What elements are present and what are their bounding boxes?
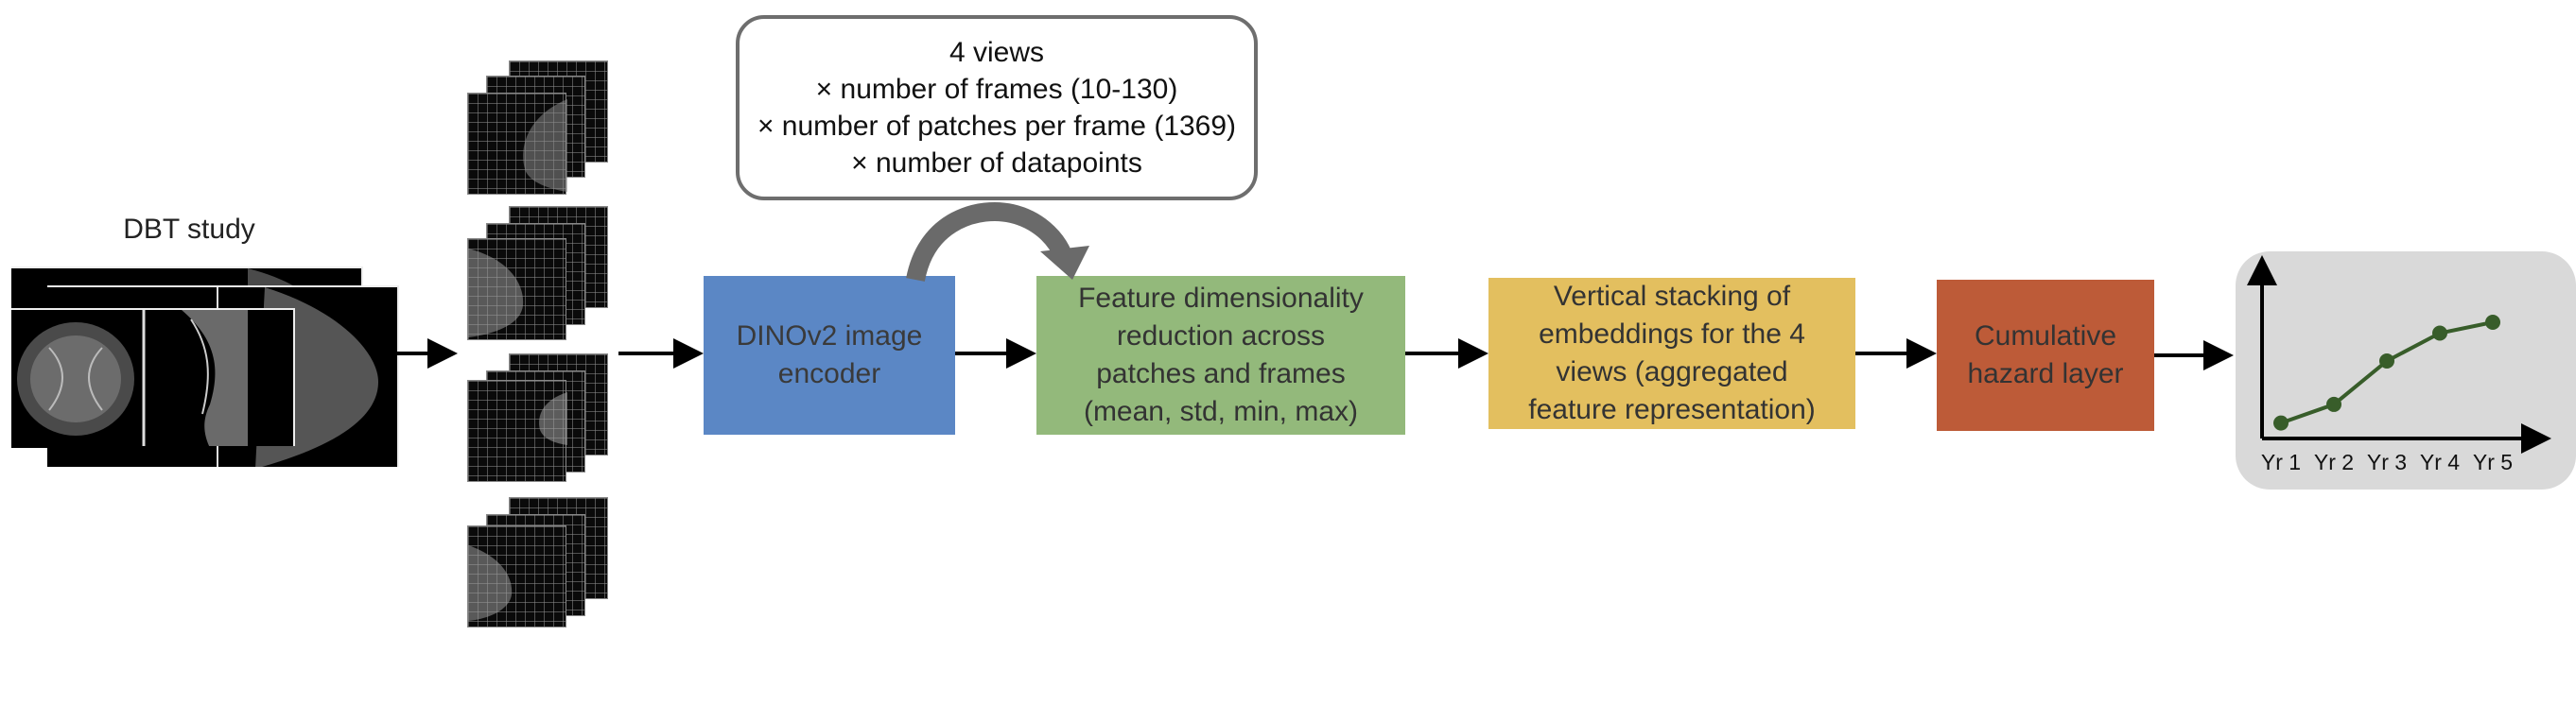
vertical-stacking-text: Vertical stacking of embeddings for the …: [1528, 281, 1816, 425]
data-size-note: 4 views × number of frames (10-130) × nu…: [736, 15, 1258, 200]
dinov2-encoder-text: DINOv2 image encoder: [736, 320, 923, 389]
view1-frame-front: [467, 93, 567, 195]
data-point: [2432, 325, 2447, 341]
note-line-2: × number of frames (10-130): [815, 74, 1178, 105]
view4-frame-front: [467, 525, 566, 627]
x-tick-label: Yr 2: [2313, 450, 2355, 474]
view2-frame-front: [467, 238, 566, 340]
feature-reduction-block: Feature dimensionality reduction across …: [1036, 276, 1405, 435]
curved-arrow: [906, 201, 1072, 283]
data-point: [2326, 396, 2341, 412]
x-tick-label: Yr 5: [2472, 450, 2514, 474]
x-tick-label: Yr 3: [2366, 450, 2408, 474]
note-line-3: × number of patches per frame (1369): [757, 111, 1237, 142]
data-point: [2379, 353, 2394, 369]
view3-frame-front: [467, 380, 567, 482]
dbt-study-label: DBT study: [123, 214, 255, 245]
data-point: [2273, 415, 2289, 431]
series-line: [2280, 320, 2494, 425]
dinov2-encoder-block: DINOv2 image encoder: [704, 276, 955, 435]
output-plot-panel: [2236, 251, 2576, 490]
note-line-4: × number of datapoints: [851, 147, 1142, 179]
vertical-stacking-block: Vertical stacking of embeddings for the …: [1488, 278, 1855, 429]
feature-reduction-text: Feature dimensionality reduction across …: [1078, 283, 1364, 427]
dbt-scan-front: [11, 308, 295, 446]
cumulative-hazard-block: Cumulative hazard layer: [1937, 280, 2154, 431]
cumulative-hazard-text: Cumulative hazard layer: [1967, 320, 2124, 389]
x-tick-label: Yr 4: [2419, 450, 2461, 474]
curved-arrow-head: [1040, 246, 1089, 280]
x-tick-label: Yr 1: [2260, 450, 2302, 474]
data-point: [2485, 315, 2500, 330]
note-line-1: 4 views: [949, 37, 1045, 68]
